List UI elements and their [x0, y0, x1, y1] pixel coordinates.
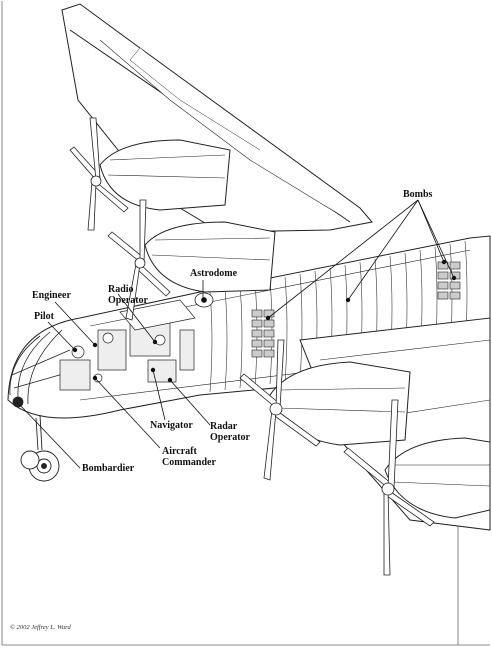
bomb-bay-forward: [251, 309, 275, 358]
propellers: [69, 117, 435, 576]
astrodome: [194, 292, 214, 308]
label-bombs: Bombs: [403, 189, 433, 200]
leader-endpoints: [72, 259, 457, 383]
leader-lines: [19, 199, 455, 469]
engine-nacelles: [99, 139, 491, 519]
label-radar-operator: Radar Operator: [210, 421, 250, 443]
label-engineer: Engineer: [32, 290, 71, 301]
copyright-notice: © 2002 Jeffrey L. Ward: [10, 624, 71, 631]
label-bombardier: Bombardier: [82, 463, 135, 474]
crew-compartment: [59, 299, 196, 391]
label-navigator: Navigator: [150, 420, 193, 431]
label-aircraft-commander: Aircraft Commander: [162, 446, 216, 468]
label-astrodome: Astrodome: [190, 268, 238, 279]
label-pilot: Pilot: [34, 311, 54, 322]
nose-landing-gear: [20, 414, 60, 482]
label-radio-operator: Radio Operator: [108, 284, 148, 306]
